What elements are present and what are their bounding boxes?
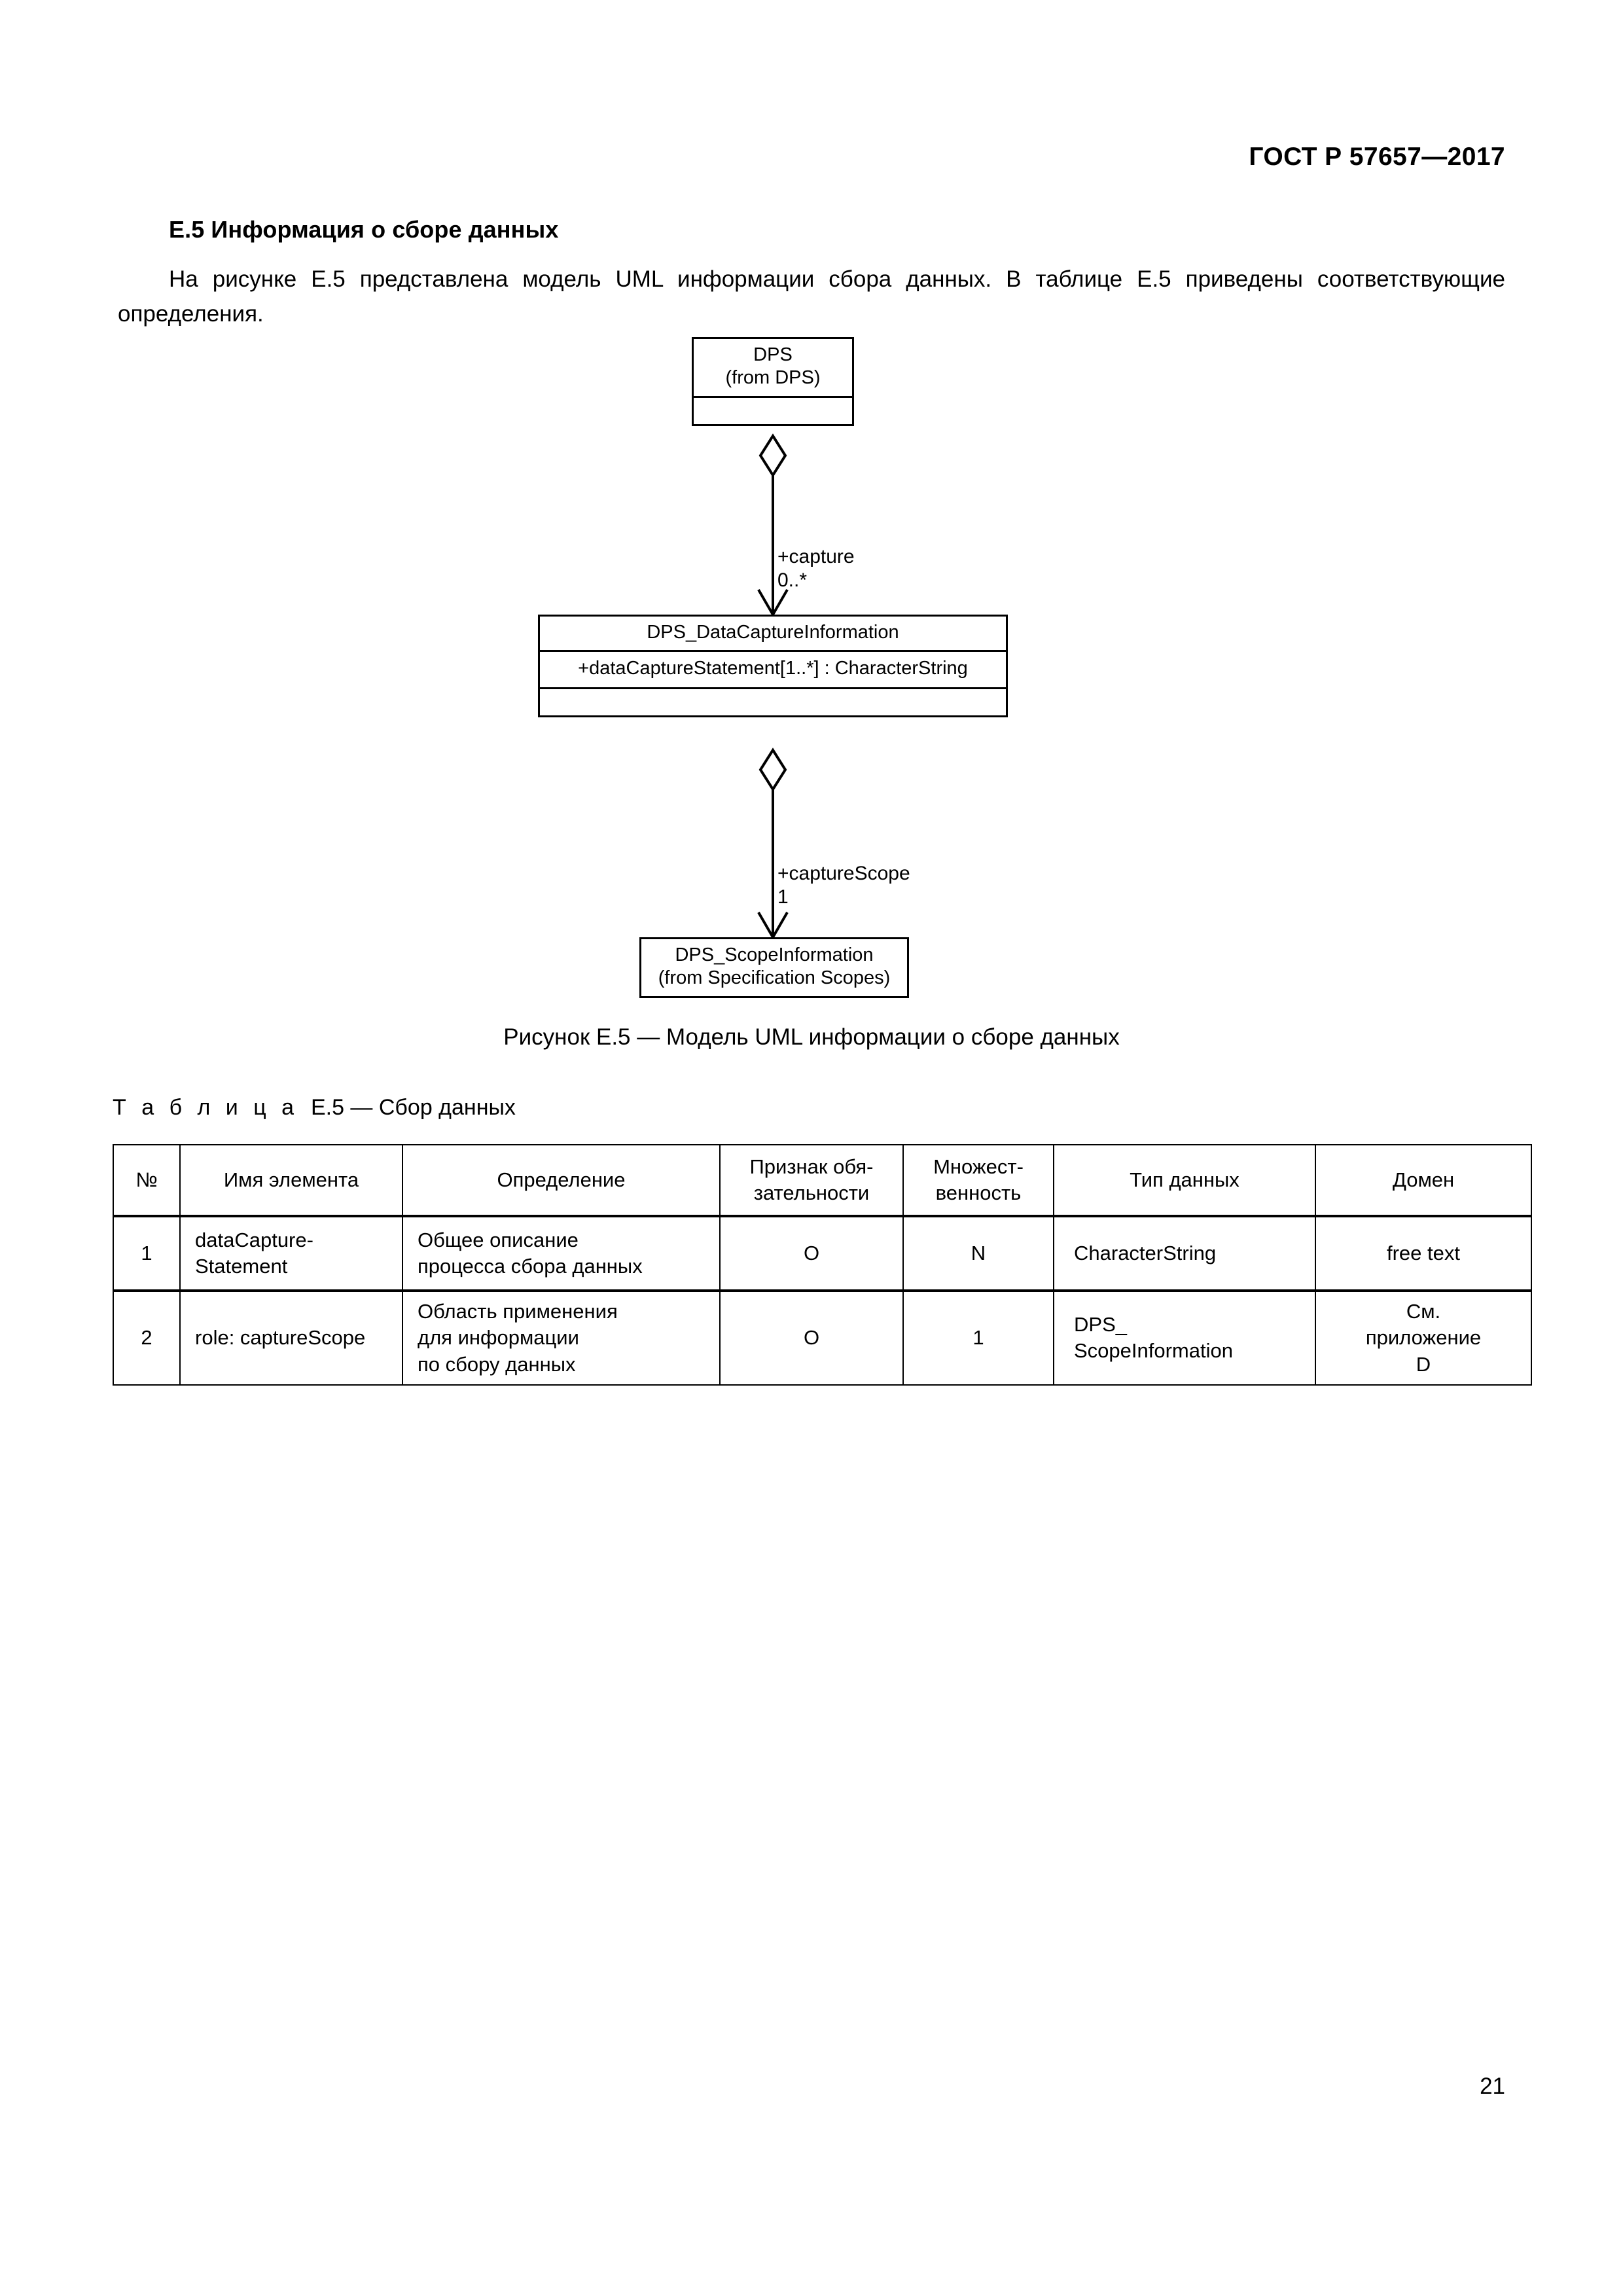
cell-number: 1	[113, 1215, 181, 1291]
uml-class-scope-information-title: DPS_ScopeInformation (from Specification…	[658, 944, 891, 989]
cell-element-name: role: captureScope	[179, 1289, 403, 1386]
cell-multiplicity: 1	[902, 1289, 1054, 1386]
section-heading: Е.5 Информация о сборе данных	[169, 216, 559, 243]
page-number: 21	[1480, 2073, 1505, 2099]
column-header-element-name: Имя элемента	[179, 1144, 403, 1217]
table-caption-prefix: Т а б л и ц а	[113, 1095, 299, 1120]
section-paragraph: На рисунке Е.5 представлена модель UML и…	[118, 266, 1505, 327]
association-label-capture: +capture 0..*	[777, 546, 855, 591]
association-capturescope-connector	[757, 747, 789, 940]
cell-domain: free text	[1315, 1215, 1532, 1291]
uml-class-data-capture-information[interactable]: DPS_DataCaptureInformation +dataCaptureS…	[538, 615, 1008, 717]
uml-class-dps-attributes	[694, 398, 852, 424]
cell-definition: Общее описание процесса сбора данных	[402, 1215, 721, 1291]
column-header-multiplicity: Множест- венность	[902, 1144, 1054, 1217]
table-header: № Имя элемента Определение Признак обя- …	[113, 1144, 1532, 1217]
cell-element-name: dataCapture- Statement	[179, 1215, 403, 1291]
data-collection-table: № Имя элемента Определение Признак обя- …	[113, 1144, 1532, 1386]
uml-class-data-capture-information-attributes: +dataCaptureStatement[1..*] : CharacterS…	[540, 652, 1006, 689]
table-row: 1 dataCapture- Statement Общее описание …	[113, 1215, 1532, 1291]
table-caption-title: Е.5 — Сбор данных	[310, 1095, 516, 1120]
cell-domain: См. приложение D	[1315, 1289, 1532, 1386]
column-header-number: №	[113, 1144, 181, 1217]
cell-definition: Область применения для информации по сбо…	[402, 1289, 721, 1386]
figure-caption: Рисунок Е.5 — Модель UML информации о сб…	[503, 1024, 1120, 1050]
column-header-domain: Домен	[1315, 1144, 1532, 1217]
uml-class-diagram: DPS (from DPS) DPS_DataCaptureInformatio…	[0, 337, 1623, 1024]
uml-class-scope-information[interactable]: DPS_ScopeInformation (from Specification…	[639, 937, 909, 998]
table-caption: Т а б л и ц а Е.5 — Сбор данных	[113, 1095, 516, 1121]
uml-class-dps[interactable]: DPS (from DPS)	[692, 337, 854, 426]
table-header-row: № Имя элемента Определение Признак обя- …	[113, 1144, 1532, 1217]
cell-obligation: О	[719, 1289, 904, 1386]
cell-obligation: О	[719, 1215, 904, 1291]
cell-number: 2	[113, 1289, 181, 1386]
table-row: 2 role: captureScope Область применения …	[113, 1289, 1532, 1386]
uml-class-data-capture-information-title: DPS_DataCaptureInformation	[540, 617, 1006, 653]
page-header-standard-title: ГОСТ Р 57657—2017	[1249, 143, 1505, 171]
uml-class-data-capture-information-operations	[540, 689, 1006, 715]
cell-data-type: CharacterString	[1053, 1215, 1316, 1291]
section-content: Е.5 Информация о сборе данных На рисунке…	[118, 216, 1505, 331]
association-label-capturescope: +captureScope 1	[777, 863, 910, 908]
column-header-obligation: Признак обя- зательности	[719, 1144, 904, 1217]
cell-data-type: DPS_ ScopeInformation	[1053, 1289, 1316, 1386]
cell-multiplicity: N	[902, 1215, 1054, 1291]
uml-class-dps-title: DPS (from DPS)	[694, 339, 852, 398]
column-header-definition: Определение	[402, 1144, 721, 1217]
column-header-data-type: Тип данных	[1053, 1144, 1316, 1217]
table-body: 1 dataCapture- Statement Общее описание …	[113, 1215, 1532, 1386]
